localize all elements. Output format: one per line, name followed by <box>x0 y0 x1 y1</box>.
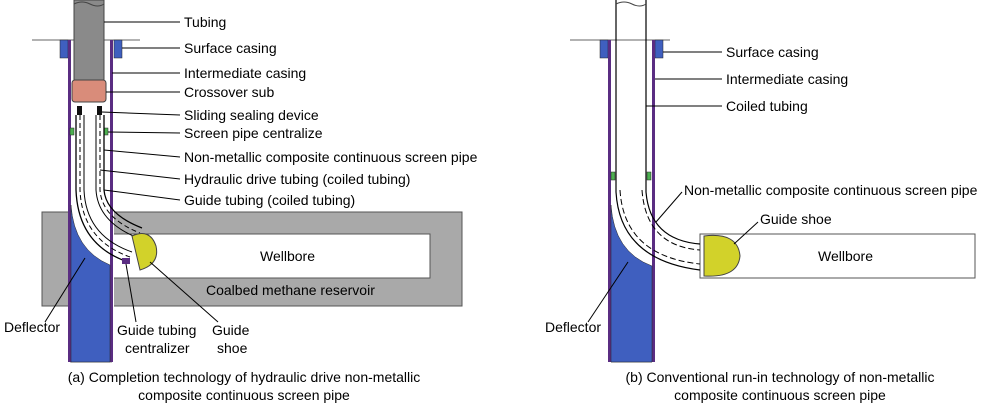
intermediate-casing-a-left <box>68 40 71 362</box>
crossover-sub <box>71 79 107 103</box>
label-screen-pipe-b: Non-metallic composite continuous screen… <box>684 182 978 198</box>
surface-casing-b-left <box>599 39 609 59</box>
label-reservoir: Coalbed methane reservoir <box>206 282 375 298</box>
surface-casing-b-right <box>654 39 664 59</box>
caption-b-line1: (b) Conventional run-in technology of no… <box>626 369 935 385</box>
label-wellbore-a: Wellbore <box>260 248 315 264</box>
label-deflector-a: Deflector <box>4 319 60 335</box>
label-crossover-sub: Crossover sub <box>184 84 274 100</box>
caption-a-line1: (a) Completion technology of hydraulic d… <box>68 369 421 385</box>
label-screen-pipe-centralize: Screen pipe centralize <box>184 125 323 141</box>
label-guide-tubing-centralizer-2: centralizer <box>125 340 190 356</box>
hydraulic-drive-tubing-a <box>83 115 133 253</box>
label-intermediate-casing-b: Intermediate casing <box>726 71 848 87</box>
wellbore-b <box>699 233 976 279</box>
label-guide-shoe-a-2: shoe <box>217 340 248 356</box>
intermediate-casing-b-right <box>652 40 655 362</box>
screen-pipe-a <box>75 115 129 263</box>
label-tubing: Tubing <box>184 14 226 30</box>
coiled-tubing-b <box>615 0 701 271</box>
caption-b-line2: composite continuous screen pipe <box>674 387 886 403</box>
deflector-a <box>70 204 111 363</box>
caption-a-line2: composite continuous screen pipe <box>138 387 350 403</box>
surface-casing-a-right <box>113 39 123 59</box>
label-deflector-b: Deflector <box>545 319 601 335</box>
panel-a: Tubing Surface casing Intermediate casin… <box>4 0 478 403</box>
tubing-a <box>73 0 105 81</box>
wellbore-a <box>111 233 431 279</box>
label-guide-shoe-b: Guide shoe <box>760 211 832 227</box>
label-guide-tubing-centralizer-1: Guide tubing <box>117 322 196 338</box>
label-hydraulic-drive-tubing: Hydraulic drive tubing (coiled tubing) <box>184 171 410 187</box>
surface-casing-a-left <box>59 39 69 59</box>
guide-shoe-a <box>131 233 158 271</box>
label-surface-casing-b: Surface casing <box>726 44 819 60</box>
label-coiled-tubing: Coiled tubing <box>726 98 808 114</box>
intermediate-casing-b-left <box>608 40 611 362</box>
label-intermediate-casing-a: Intermediate casing <box>184 65 306 81</box>
label-sliding-sealing-device: Sliding sealing device <box>184 107 319 123</box>
guide-tubing-a <box>95 115 139 239</box>
guide-shoe-b <box>703 234 741 277</box>
label-wellbore-b: Wellbore <box>818 248 873 264</box>
label-guide-shoe-a-1: Guide <box>212 322 250 338</box>
screen-pipe-centralizer-a <box>69 127 75 136</box>
screen-pipe-centralizer-b <box>610 171 616 181</box>
label-guide-tubing: Guide tubing (coiled tubing) <box>184 192 355 208</box>
intermediate-casing-a-right <box>110 40 113 362</box>
screen-pipe-b <box>619 189 701 265</box>
deflector-b <box>610 204 653 363</box>
sliding-sealing-device <box>77 106 82 115</box>
label-screen-pipe-a: Non-metallic composite continuous screen… <box>184 149 478 165</box>
panel-b: Surface casing Intermediate casing Coile… <box>545 0 978 403</box>
guide-tubing-centralizer <box>122 258 130 264</box>
label-surface-casing-a: Surface casing <box>184 40 277 56</box>
